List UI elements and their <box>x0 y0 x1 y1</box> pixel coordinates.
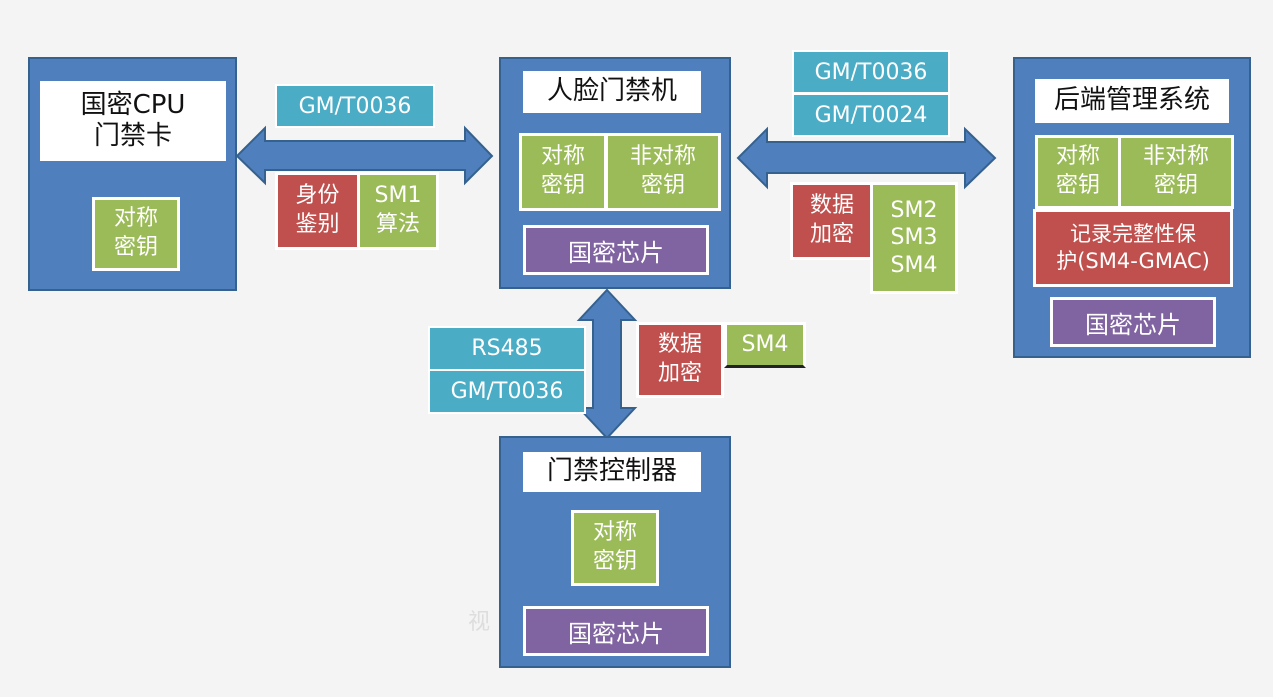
backend-chip: 国密芯片 <box>1050 297 1216 347</box>
controller-sym-key: 对称 密钥 <box>571 510 659 586</box>
face-device-title: 人脸门禁机 <box>523 71 701 113</box>
backend-integrity: 记录完整性保 护(SM4-GMAC) <box>1033 209 1233 287</box>
cpu-card-title: 国密CPU 门禁卡 <box>40 81 226 161</box>
card-face-protocol: GM/T0036 <box>275 84 435 128</box>
cpu-card-title-line1: 国密CPU <box>80 89 186 120</box>
watermark-text: 视 <box>468 610 491 635</box>
controller-panel: 门禁控制器 对称 密钥 国密芯片 <box>499 436 731 668</box>
face-device-panel: 人脸门禁机 对称 密钥 非对称 密钥 国密芯片 <box>499 57 731 289</box>
backend-panel: 后端管理系统 对称 密钥 非对称 密钥 记录完整性保 护(SM4-GMAC) 国… <box>1013 57 1251 358</box>
face-controller-protocol-1: RS485 <box>428 326 586 371</box>
cpu-card-sym-key: 对称 密钥 <box>92 197 180 271</box>
face-device-asym-key: 非对称 密钥 <box>605 133 721 211</box>
controller-chip: 国密芯片 <box>523 606 709 656</box>
cpu-card-title-line2: 门禁卡 <box>93 121 172 151</box>
backend-title: 后端管理系统 <box>1035 79 1229 123</box>
face-device-chip: 国密芯片 <box>523 225 709 275</box>
face-backend-encryption: 数据 加密 <box>790 182 874 260</box>
card-face-algo: SM1 算法 <box>357 172 439 250</box>
backend-asym-key: 非对称 密钥 <box>1118 135 1234 209</box>
face-controller-algo: SM4 <box>724 322 806 368</box>
arrow-card-face <box>235 125 494 186</box>
backend-sym-key: 对称 密钥 <box>1035 135 1121 209</box>
face-controller-encryption: 数据 加密 <box>636 322 724 398</box>
face-backend-protocol-1: GM/T0036 <box>792 50 950 94</box>
arrow-face-backend <box>736 126 997 190</box>
face-device-sym-key: 对称 密钥 <box>519 133 607 211</box>
card-face-auth: 身份 鉴别 <box>275 172 360 250</box>
face-controller-protocol-2: GM/T0036 <box>428 369 586 414</box>
face-backend-protocol-2: GM/T0024 <box>792 93 950 137</box>
controller-title: 门禁控制器 <box>523 452 701 492</box>
arrow-face-controller <box>576 288 638 440</box>
face-backend-algos: SM2 SM3 SM4 <box>870 182 958 294</box>
cpu-card-panel: 国密CPU 门禁卡 对称 密钥 <box>28 57 237 291</box>
